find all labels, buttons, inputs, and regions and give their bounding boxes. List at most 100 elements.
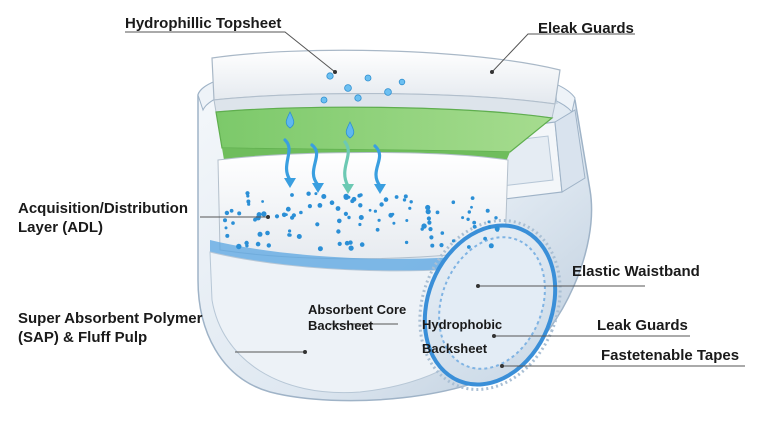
sap-bead xyxy=(470,205,473,209)
sap-bead xyxy=(487,225,492,230)
label-hydrophobic-line2: Backsheet xyxy=(422,341,488,356)
sap-bead xyxy=(394,195,399,199)
sap-bead xyxy=(245,244,249,248)
sap-bead xyxy=(426,216,431,221)
sap-bead xyxy=(347,215,351,220)
label-sap-line2: (SAP) & Fluff Pulp xyxy=(18,329,148,346)
sap-bead xyxy=(246,194,250,198)
sap-bead xyxy=(358,203,363,208)
sap-bead xyxy=(231,221,235,225)
sap-bead xyxy=(237,211,242,216)
sap-bead xyxy=(359,242,365,247)
sap-bead xyxy=(344,240,350,246)
sap-bead xyxy=(440,231,445,235)
label-sap: Super Absorbent Polymer (SAP) & Fluff Pu… xyxy=(18,309,202,347)
sap-bead xyxy=(306,191,311,196)
sap-bead xyxy=(439,243,444,248)
sap-bead xyxy=(236,243,242,250)
sap-bead xyxy=(246,199,251,204)
sap-bead xyxy=(317,246,323,252)
sap-bead xyxy=(281,212,287,218)
sap-bead xyxy=(488,243,494,249)
sap-bead xyxy=(375,227,380,232)
sap-bead xyxy=(358,222,362,227)
sap-bead xyxy=(315,222,320,227)
sap-beads xyxy=(223,191,500,252)
sap-bead xyxy=(402,198,407,202)
water-droplets xyxy=(320,72,406,104)
sap-bead xyxy=(317,203,323,208)
sap-bead xyxy=(329,200,335,205)
sap-bead xyxy=(466,217,470,221)
label-adl: Acquisition/Distribution Layer (ADL) xyxy=(18,199,188,237)
sap-bead xyxy=(408,206,412,210)
sap-bead xyxy=(379,202,384,207)
label-fastenable-tapes: Fastetenable Tapes xyxy=(601,347,740,364)
sap-bead xyxy=(409,200,413,204)
sap-bead xyxy=(244,240,249,246)
sap-bead xyxy=(274,214,280,219)
sap-bead xyxy=(358,215,364,220)
label-hydrophobic-backsheet: Hydrophobic Backsheet xyxy=(422,313,502,361)
sap-bead xyxy=(368,208,372,212)
sap-bead xyxy=(391,212,395,216)
sap-bead xyxy=(348,245,354,251)
sap-bead xyxy=(285,213,288,217)
sap-bead xyxy=(296,234,302,239)
sap-bead xyxy=(321,194,327,199)
label-hydrophillic-topsheet: Hydrophillic Topsheet xyxy=(125,15,282,32)
sap-bead xyxy=(225,233,230,238)
sap-bead xyxy=(335,206,341,211)
sap-bead xyxy=(494,216,498,220)
sap-bead xyxy=(261,211,267,217)
sap-bead xyxy=(461,216,465,220)
sap-bead xyxy=(467,210,471,214)
sap-bead xyxy=(487,220,491,224)
sap-bead xyxy=(224,226,228,230)
sap-bead xyxy=(266,243,271,248)
sap-bead xyxy=(299,210,303,215)
label-adl-line1: Acquisition/Distribution xyxy=(18,200,188,217)
sap-bead xyxy=(343,211,348,216)
sap-bead xyxy=(425,209,431,215)
sap-bead xyxy=(256,212,262,218)
sap-bead xyxy=(288,229,292,233)
sap-bead xyxy=(348,240,353,245)
sap-bead xyxy=(350,199,355,204)
sap-bead xyxy=(470,196,475,201)
label-hydrophobic-line1: Hydrophobic xyxy=(422,317,503,332)
leader-lines xyxy=(125,31,745,367)
sap-bead xyxy=(307,204,312,209)
sap-bead xyxy=(435,210,440,215)
sap-bead xyxy=(255,241,261,247)
sap-bead xyxy=(290,193,294,197)
sap-bead xyxy=(383,197,389,202)
sap-bead xyxy=(343,193,349,200)
sap-bead xyxy=(425,204,431,211)
sap-bead xyxy=(224,210,230,216)
sap-bead xyxy=(223,218,227,223)
label-absorbent-core: Absorbent Core Backsheet xyxy=(308,302,406,334)
label-sap-line1: Super Absorbent Polymer xyxy=(18,310,203,327)
sap-bead xyxy=(291,213,296,218)
sap-bead xyxy=(404,240,409,245)
adl-layer xyxy=(215,106,554,153)
sap-bead xyxy=(247,202,251,206)
sap-bead xyxy=(229,208,234,213)
sap-bead xyxy=(357,193,362,198)
droplet-icon xyxy=(285,111,295,129)
sap-bead xyxy=(483,236,487,241)
sap-bead xyxy=(429,235,434,240)
curved-arrow-icon xyxy=(283,138,382,188)
sap-bead xyxy=(253,217,257,222)
label-absorbent-core-line2: Backsheet xyxy=(308,318,374,333)
label-adl-line2: Layer (ADL) xyxy=(18,219,104,236)
sap-bead xyxy=(403,194,408,199)
sap-bead xyxy=(405,219,409,222)
label-elastic-waistband: Elastic Waistband xyxy=(572,263,700,280)
sap-bead xyxy=(373,209,377,213)
sap-bead xyxy=(428,227,433,232)
sap-bead xyxy=(472,224,477,229)
